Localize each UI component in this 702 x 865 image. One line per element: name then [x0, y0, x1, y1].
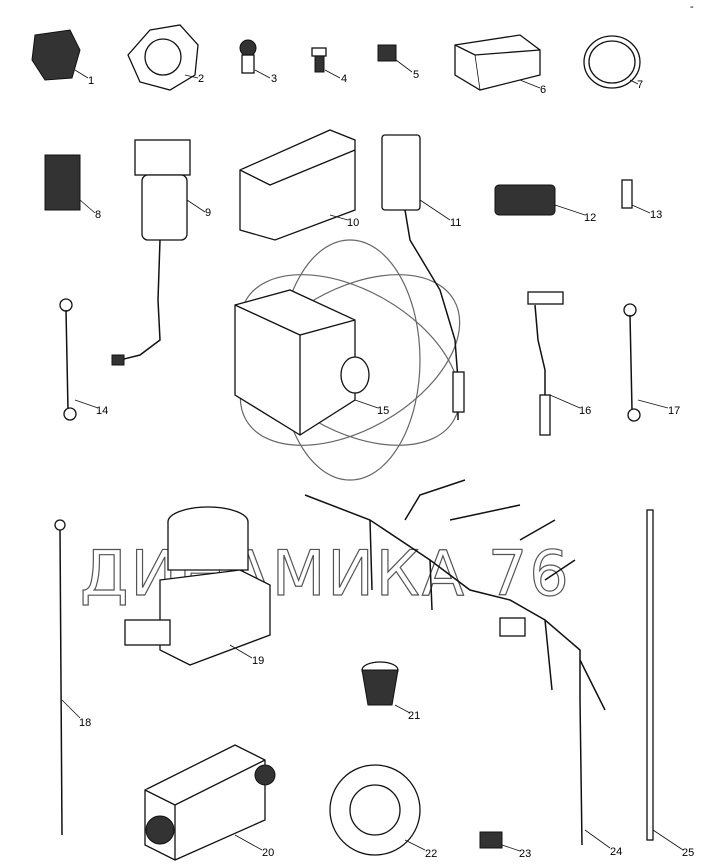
label-21: 21 — [408, 710, 420, 722]
label-22: 22 — [425, 848, 437, 860]
part-1 — [31, 29, 89, 81]
part-14 — [59, 298, 99, 421]
part-5 — [377, 44, 413, 73]
part-18 — [54, 519, 81, 836]
part-7 — [583, 35, 641, 89]
label-19: 19 — [252, 655, 264, 667]
label-12: 12 — [584, 212, 596, 224]
label-15: 15 — [377, 405, 389, 417]
label-6: 6 — [540, 84, 546, 96]
part-9 — [111, 139, 206, 366]
watermark: ДИНАМИКА 76 — [79, 239, 571, 611]
label-2: 2 — [198, 73, 204, 85]
label-1: 1 — [88, 75, 94, 87]
part-2 — [127, 24, 199, 91]
part-8 — [44, 154, 96, 214]
part-10 — [239, 129, 356, 241]
corner-mark: - — [690, 1, 694, 13]
part-6 — [454, 34, 541, 91]
part-17 — [623, 303, 669, 422]
label-3: 3 — [271, 73, 277, 85]
part-3 — [239, 39, 271, 79]
part-21 — [361, 661, 411, 714]
label-17: 17 — [668, 405, 680, 417]
label-14: 14 — [96, 405, 108, 417]
label-9: 9 — [205, 207, 211, 219]
part-20 — [144, 744, 276, 861]
part-11 — [381, 134, 465, 420]
part-23 — [479, 831, 521, 852]
part-25 — [646, 509, 684, 851]
label-4: 4 — [341, 73, 347, 85]
part-labels: 1 2 3 4 5 6 7 8 9 10 11 12 13 14 15 16 1… — [79, 69, 694, 860]
label-13: 13 — [650, 209, 662, 221]
label-5: 5 — [413, 69, 419, 81]
part-13 — [621, 179, 651, 214]
part-24 — [304, 479, 611, 849]
part-22 — [329, 764, 426, 856]
part-16 — [527, 291, 581, 436]
label-11: 11 — [450, 217, 461, 229]
part-4 — [311, 47, 341, 79]
label-18: 18 — [79, 717, 91, 729]
label-25: 25 — [682, 847, 694, 859]
part-19 — [124, 506, 271, 666]
label-7: 7 — [637, 79, 643, 91]
watermark-text: ДИНАМИКА 76 — [80, 537, 571, 610]
label-24: 24 — [610, 846, 622, 858]
label-10: 10 — [347, 217, 359, 229]
label-23: 23 — [519, 848, 531, 860]
label-20: 20 — [262, 847, 274, 859]
part-12 — [494, 184, 586, 216]
label-16: 16 — [579, 405, 591, 417]
part-15 — [234, 289, 379, 436]
label-8: 8 — [95, 209, 101, 221]
